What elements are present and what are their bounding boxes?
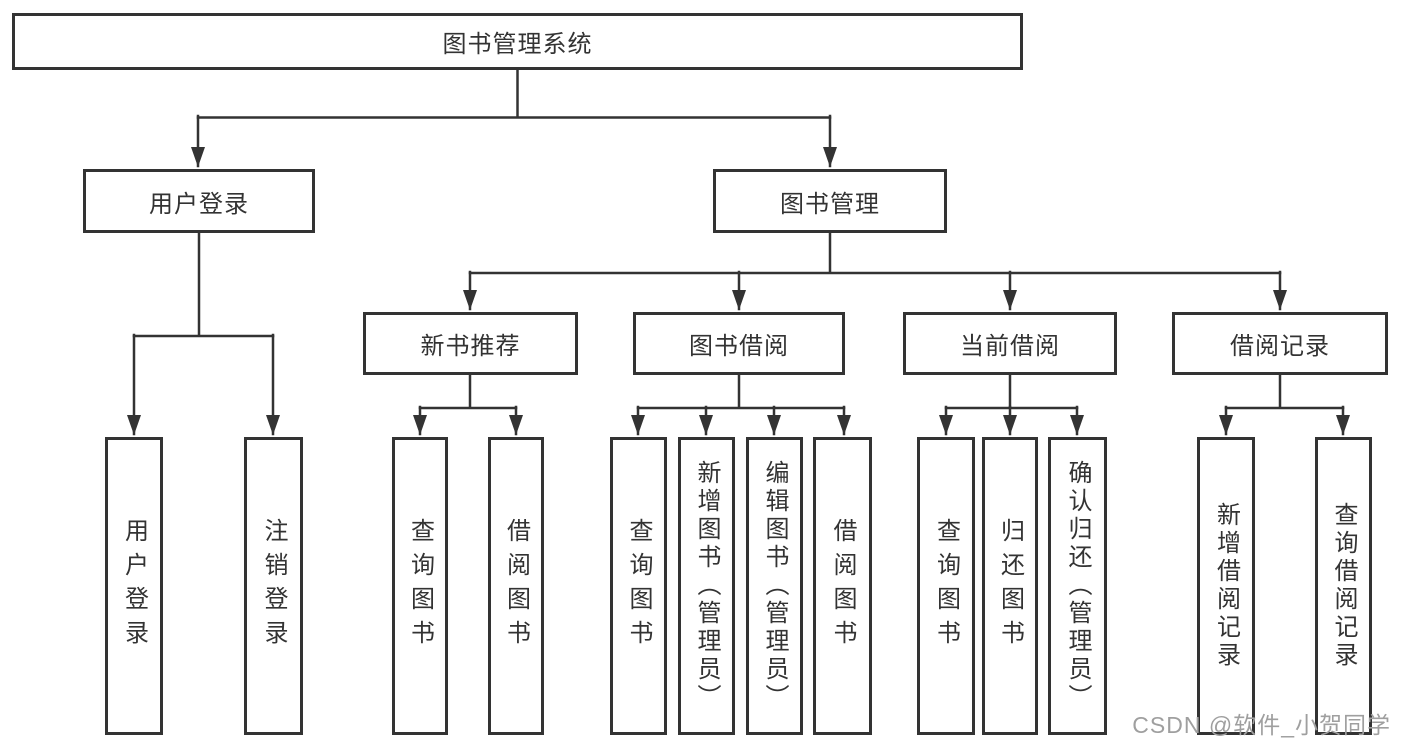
node-bb-query-books: 查询图书 (610, 437, 667, 735)
node-bb-borrow-books: 借阅图书 (813, 437, 872, 735)
connector-current-borrow-to-children (939, 373, 1084, 436)
node-root: 图书管理系统 (12, 13, 1023, 70)
connector-book-borrow-to-children (631, 373, 851, 436)
node-current-borrow: 当前借阅 (903, 312, 1117, 375)
node-cb-return-books: 归还图书 (982, 437, 1038, 735)
node-br-query-record: 查询借阅记录 (1315, 437, 1372, 735)
node-bb-edit-books: 编辑图书（管理员） (746, 437, 803, 735)
connector-line (196, 68, 832, 119)
node-user-login: 用户登录 (83, 169, 315, 233)
node-ul-login: 用户登录 (105, 437, 163, 735)
connector-book-mgmt-to-level3 (463, 231, 1287, 311)
connector-line (1224, 373, 1345, 410)
node-br-add-record: 新增借阅记录 (1197, 437, 1255, 735)
connector-borrow-records-to-children (1219, 373, 1350, 436)
connector-line (636, 373, 846, 410)
watermark: CSDN @软件_小贺同学 (1132, 712, 1391, 738)
connector-new-books-to-children (413, 373, 523, 436)
node-book-mgmt: 图书管理 (713, 169, 947, 233)
node-new-books: 新书推荐 (363, 312, 578, 375)
node-borrow-records: 借阅记录 (1172, 312, 1388, 375)
connector-line (132, 231, 275, 338)
node-nb-borrow-books: 借阅图书 (488, 437, 544, 735)
node-book-borrow: 图书借阅 (633, 312, 845, 375)
node-ul-logout: 注销登录 (244, 437, 303, 735)
connector-user-login-to-children (127, 231, 280, 436)
node-bb-add-books: 新增图书（管理员） (678, 437, 735, 735)
connector-line (418, 373, 518, 410)
connector-line (468, 231, 1282, 275)
connector-root-to-level2 (191, 68, 837, 168)
node-cb-confirm-return: 确认归还（管理员） (1048, 437, 1107, 735)
node-nb-query-books: 查询图书 (392, 437, 448, 735)
connector-line (944, 373, 1079, 410)
node-cb-query-books: 查询图书 (917, 437, 975, 735)
